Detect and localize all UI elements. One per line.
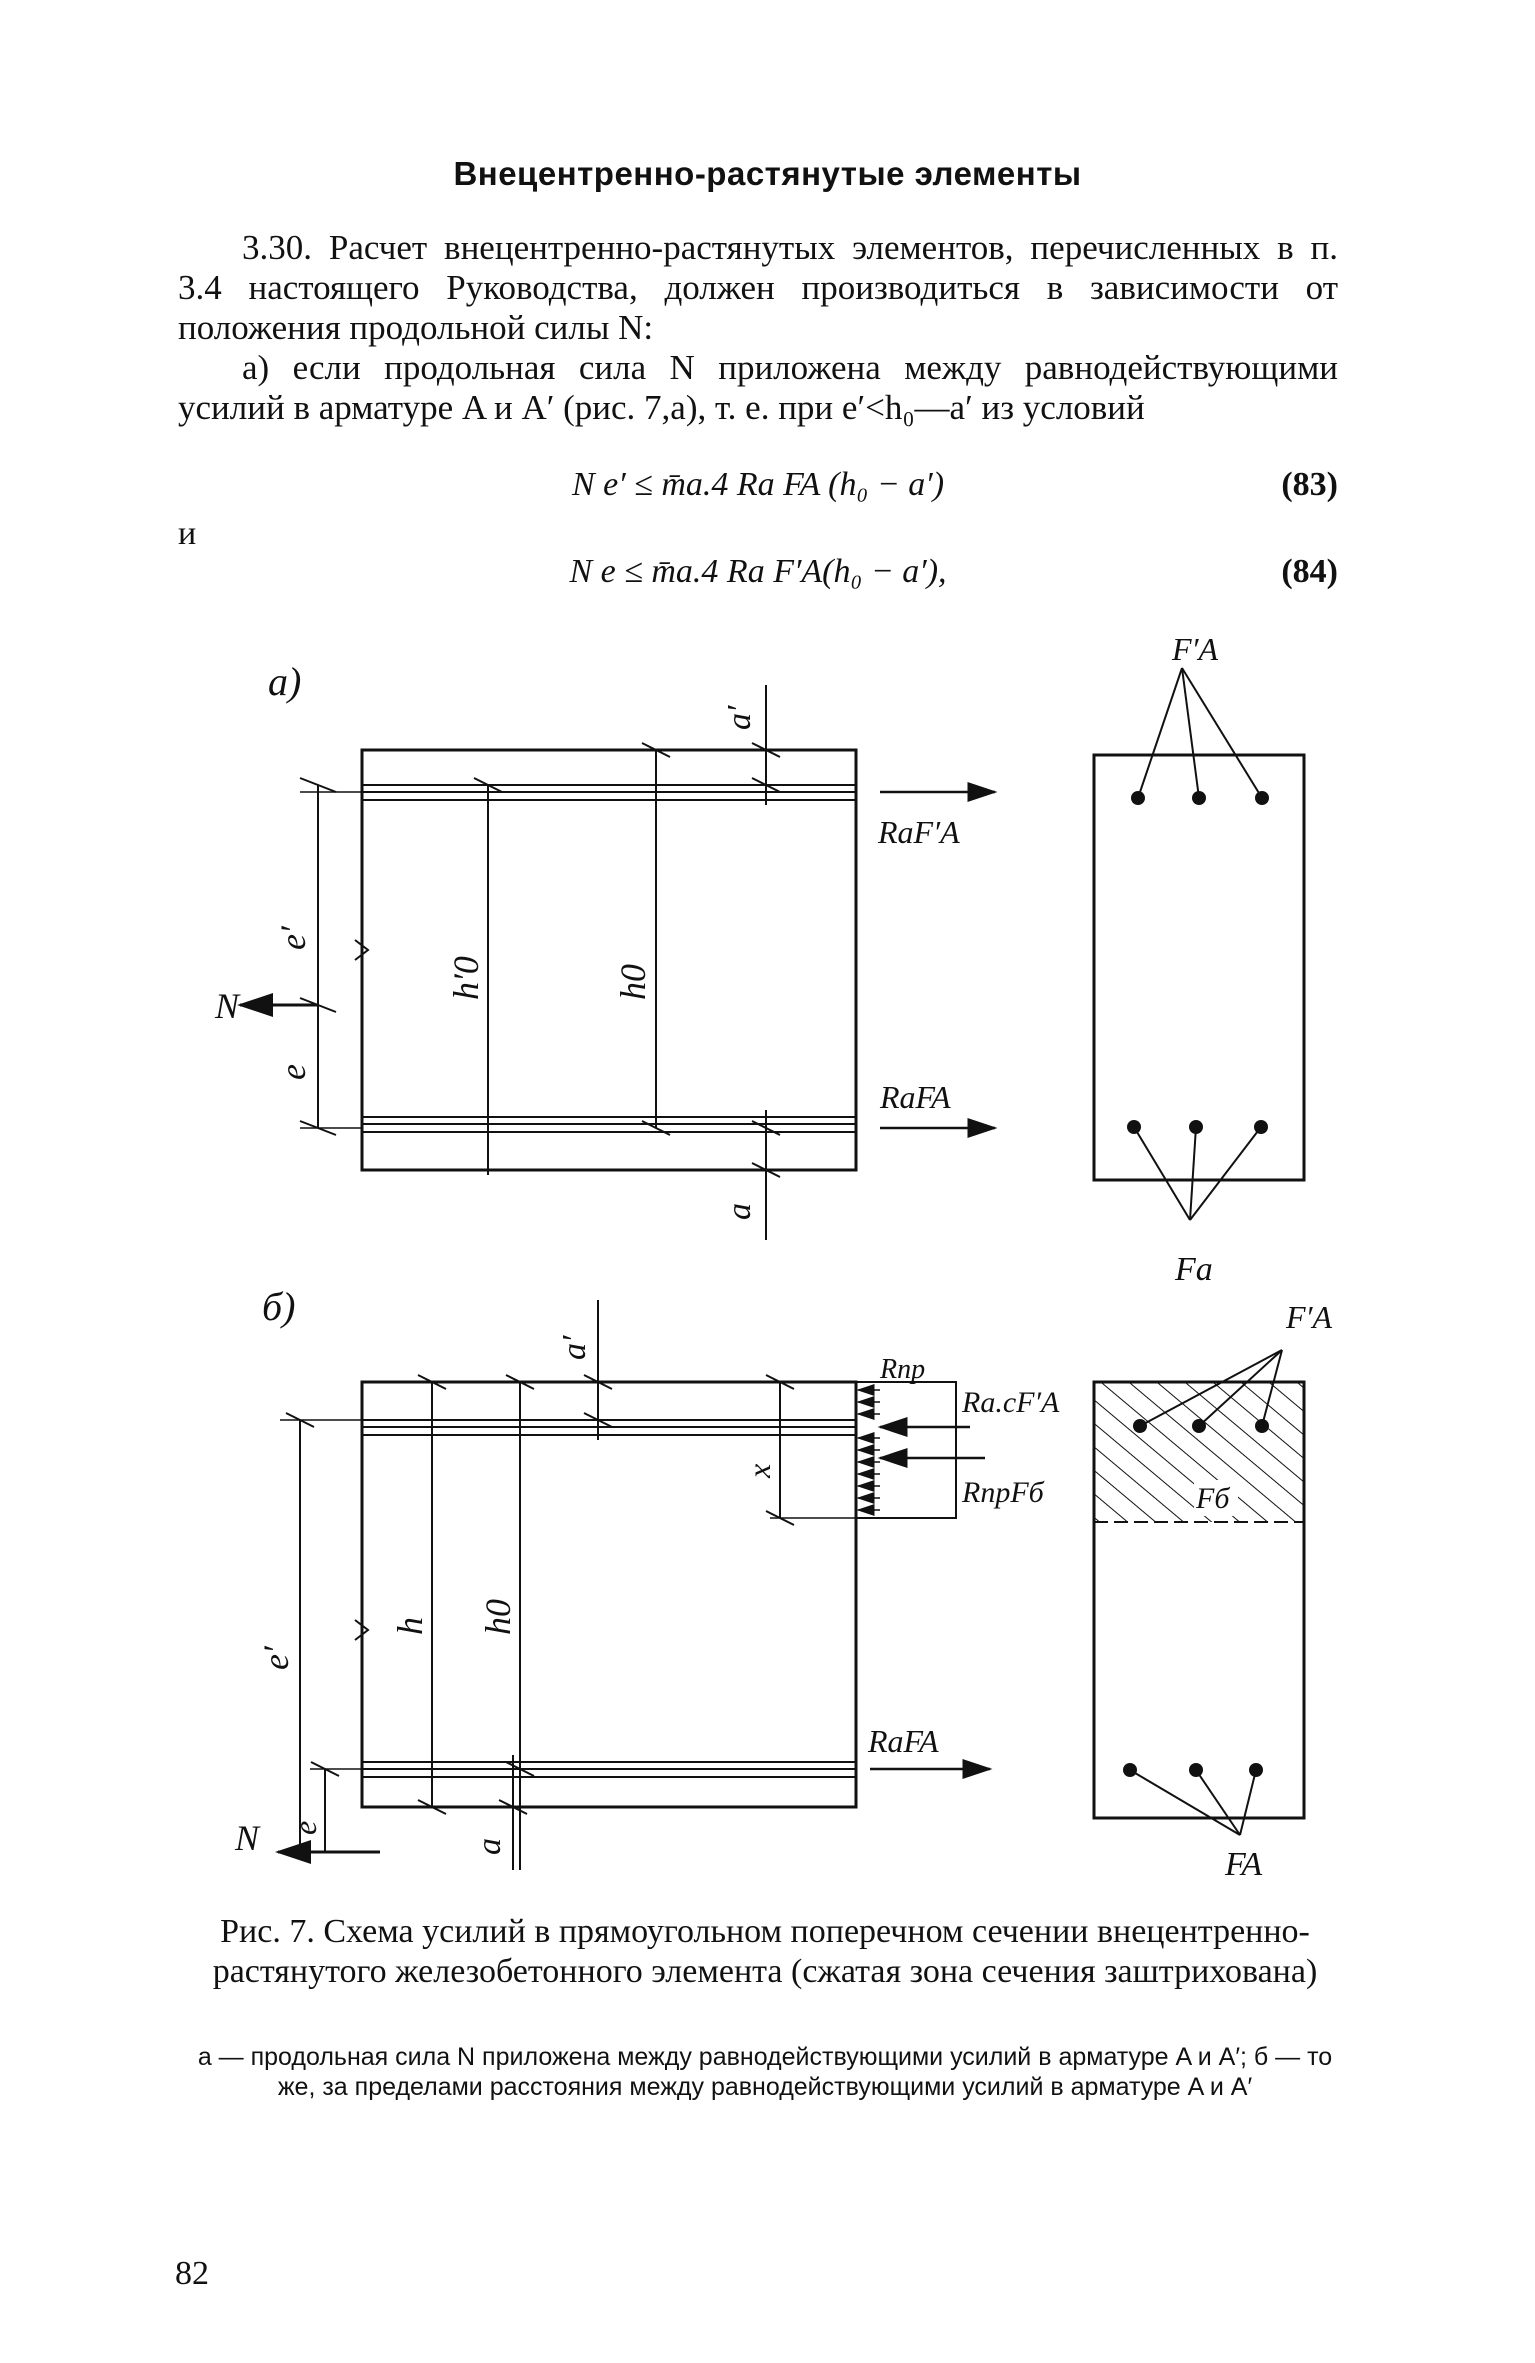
figure-7: а) N e′ e h′0 h0	[214, 631, 1333, 1883]
panel-a-Ra-FA-prime: RaF′A	[877, 814, 960, 850]
equation-connector: и	[178, 515, 197, 552]
panel-b-Fb: Fб	[1195, 1482, 1230, 1515]
equation-83-number: (83)	[1281, 466, 1338, 503]
equation-84-number: (84)	[1281, 553, 1338, 590]
panel-a: а) N e′ e h′0 h0	[214, 631, 1306, 1288]
panel-b-label: б)	[262, 1284, 295, 1329]
panel-b-h0: h0	[478, 1599, 518, 1635]
panel-a-Ra-FA: RaFA	[879, 1079, 951, 1115]
equation-83: N e′ ≤ m̄а.4 Rа FA (h₀ − a′) (83)	[178, 466, 1338, 516]
panel-b-e-prime: e′	[256, 1645, 296, 1670]
figure-legend: а — продольная сила N приложена между ра…	[197, 2043, 1333, 2101]
panel-a-section	[1092, 753, 1306, 1182]
equation-connector-row: и	[178, 515, 1338, 565]
panel-b-a-prime: a′	[556, 1335, 593, 1360]
panel-b-stress-block	[855, 1381, 957, 1519]
panel-b-FA: FA	[1224, 1846, 1262, 1883]
panel-a-e-prime: e′	[273, 925, 313, 950]
panel-a-N: N	[214, 986, 241, 1026]
equation-83-formula: N e′ ≤ m̄а.4 Rа FA (h₀ − a′)	[571, 466, 945, 503]
panel-a-h0: h0	[613, 964, 653, 1000]
panel-b-Rpr-top: Rпр	[879, 1354, 925, 1385]
paragraph-case-a: а) если продольная сила N приложена межд…	[178, 348, 1338, 427]
panel-b: б) e′ e N h h0	[234, 1284, 1333, 1883]
panel-a-Fa: Fa	[1174, 1251, 1213, 1288]
panel-b-Rac-FA-prime: Ra.cF′A	[961, 1386, 1060, 1419]
panel-a-FA-prime: F′A	[1171, 631, 1219, 667]
panel-a-a: a	[721, 1203, 758, 1220]
panel-b-FA-prime: F′A	[1285, 1299, 1333, 1335]
panel-a-beam	[360, 748, 858, 1172]
page-number: 82	[175, 2255, 209, 2292]
panel-b-beam	[360, 1380, 858, 1809]
figure-caption: Рис. 7. Схема усилий в прямоугольном поп…	[212, 1913, 1318, 1990]
equation-84: N e ≤ m̄а.4 Rа F′A(h₀ − a′), (84)	[178, 553, 1338, 603]
panel-b-e: e	[287, 1821, 323, 1835]
equation-84-formula: N e ≤ m̄а.4 Rа F′A(h₀ − a′),	[569, 553, 947, 590]
panel-b-a: a	[471, 1838, 508, 1855]
panel-b-h: h	[390, 1617, 430, 1635]
panel-a-h0-prime: h′0	[446, 956, 486, 1000]
section-heading: Внецентренно-растянутые элементы	[453, 155, 1082, 192]
panel-a-label: а)	[268, 659, 301, 704]
panel-b-N: N	[234, 1818, 261, 1858]
panel-a-e: e	[273, 1064, 313, 1080]
panel-b-Ra-FA: RaFA	[867, 1723, 939, 1759]
paragraph-3-30: 3.30. Расчет внецентренно-растянутых эле…	[178, 228, 1338, 347]
panel-b-x: x	[741, 1464, 777, 1479]
panel-b-Rpr-Fb: RпрFб	[961, 1476, 1045, 1509]
panel-a-a-prime: a′	[721, 705, 758, 730]
